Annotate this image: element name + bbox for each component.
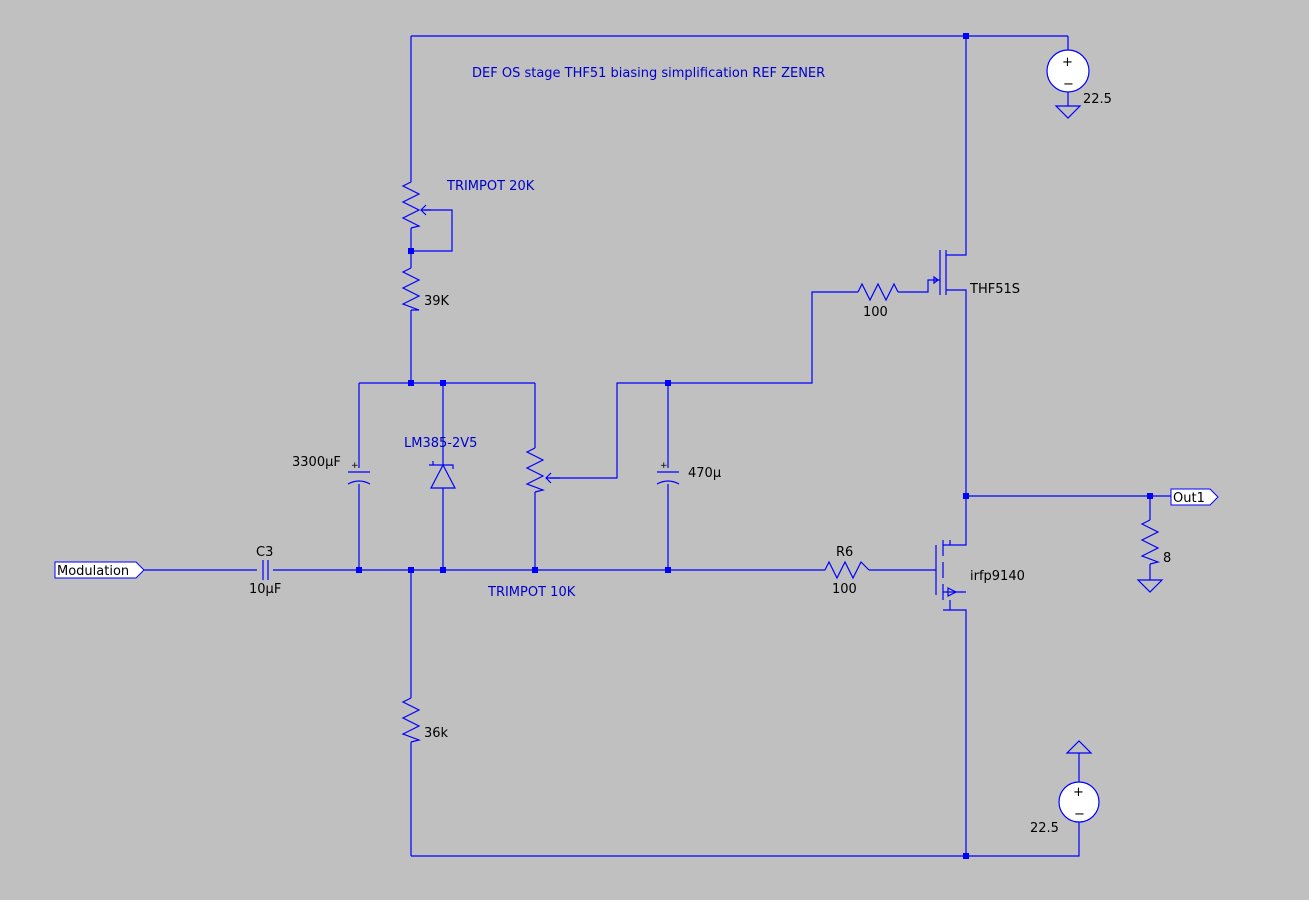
mosfet-irfp9140[interactable]: irfp9140	[935, 540, 1025, 611]
v-top-value: 22.5	[1083, 92, 1112, 107]
jfet-thf51s[interactable]: THF51S	[933, 250, 1020, 297]
r-load-value: 8	[1163, 551, 1171, 566]
v-bottom-value: 22.5	[1030, 821, 1059, 836]
c3-name: C3	[256, 545, 273, 560]
resistor-load[interactable]: 8	[1140, 519, 1171, 566]
cap-3300-value: 3300µF	[292, 455, 341, 470]
minus-sign: −	[1063, 77, 1074, 92]
capacitor-c3[interactable]: C3 10µF	[249, 545, 281, 597]
plus-sign: +	[1062, 55, 1073, 70]
jfet-label: THF51S	[969, 282, 1020, 297]
r36k-value: 36k	[424, 726, 449, 741]
junction-dot	[408, 567, 414, 573]
zener-label: LM385-2V5	[404, 436, 477, 451]
resistor-gate-thf51[interactable]: 100	[857, 282, 899, 320]
capacitor-3300uf[interactable]: + 3300µF	[292, 455, 371, 485]
plus-sign: +	[351, 461, 359, 471]
minus-sign: −	[1074, 807, 1085, 822]
voltage-source-bottom[interactable]: + − 22.5	[1030, 781, 1100, 836]
zener-lm385[interactable]: LM385-2V5	[404, 436, 477, 489]
cap-470-value: 470µ	[688, 466, 721, 481]
trimpot-20k[interactable]: TRIMPOT 20K	[401, 179, 535, 229]
output-port-out1[interactable]: Out1	[1170, 488, 1219, 506]
ground-symbol-bottom	[1065, 740, 1093, 754]
trimpot-10k[interactable]: TRIMPOT 10K	[487, 447, 576, 600]
schematic-title: DEF OS stage THF51 biasing simplificatio…	[472, 66, 825, 81]
trimpot-20k-label: TRIMPOT 20K	[446, 179, 535, 194]
junctions	[356, 33, 1153, 859]
junction-dot	[408, 248, 414, 254]
junction-dot	[356, 567, 362, 573]
capacitor-470u[interactable]: + 470µ	[656, 461, 721, 485]
voltage-source-top[interactable]: + − 22.5	[1046, 49, 1112, 107]
c3-value: 10µF	[249, 582, 281, 597]
junction-dot	[665, 567, 671, 573]
r39k-value: 39K	[424, 294, 450, 309]
junction-dot	[408, 380, 414, 386]
input-port-modulation[interactable]: Modulation	[54, 561, 145, 579]
junction-dot	[440, 380, 446, 386]
resistor-r6[interactable]: R6 100	[824, 545, 870, 597]
junction-dot	[665, 380, 671, 386]
ground-symbol-load	[1136, 579, 1164, 593]
resistor-39k[interactable]: 39K	[401, 267, 450, 311]
ground-symbol-top	[1054, 105, 1082, 119]
plus-sign: +	[660, 461, 668, 471]
junction-dot	[963, 493, 969, 499]
resistor-36k[interactable]: 36k	[401, 697, 449, 743]
r6-name: R6	[836, 545, 853, 560]
r-gate-value: 100	[863, 305, 888, 320]
junction-dot	[532, 567, 538, 573]
junction-dot	[440, 567, 446, 573]
wires	[143, 35, 1171, 857]
mosfet-label: irfp9140	[970, 569, 1025, 584]
svg-text:Modulation: Modulation	[57, 564, 129, 579]
junction-dot	[1147, 493, 1153, 499]
plus-sign: +	[1073, 785, 1084, 800]
svg-text:Out1: Out1	[1173, 491, 1205, 506]
junction-dot	[963, 853, 969, 859]
junction-dot	[963, 33, 969, 39]
trimpot-10k-label: TRIMPOT 10K	[487, 585, 576, 600]
r6-value: 100	[832, 582, 857, 597]
